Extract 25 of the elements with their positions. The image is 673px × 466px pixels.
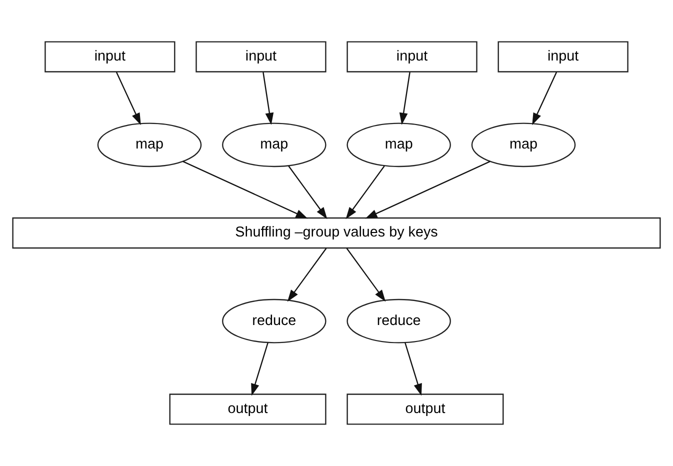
node-box: input (44, 41, 176, 72)
node-ellipse: reduce (222, 298, 326, 344)
arrow (532, 72, 558, 126)
arrow (399, 72, 410, 125)
node-ellipse: map (346, 122, 451, 168)
arrow (346, 248, 386, 302)
arrow (404, 342, 422, 396)
arrow (116, 72, 141, 126)
arrow (182, 160, 308, 219)
arrow (346, 166, 385, 220)
arrow (288, 166, 328, 220)
node-ellipse: map (471, 122, 576, 168)
node-box: output (346, 394, 504, 425)
node-box: Shuffling –group values by keys (12, 217, 661, 249)
arrow (251, 342, 268, 396)
node-ellipse: reduce (346, 298, 451, 344)
arrow (365, 160, 490, 219)
node-box: output (169, 394, 326, 425)
node-ellipse: map (97, 122, 202, 168)
arrow (262, 72, 274, 125)
node-ellipse: map (222, 122, 326, 168)
node-box: input (498, 41, 628, 72)
arrow (287, 248, 327, 302)
node-box: input (346, 41, 478, 72)
node-box: input (196, 41, 326, 72)
